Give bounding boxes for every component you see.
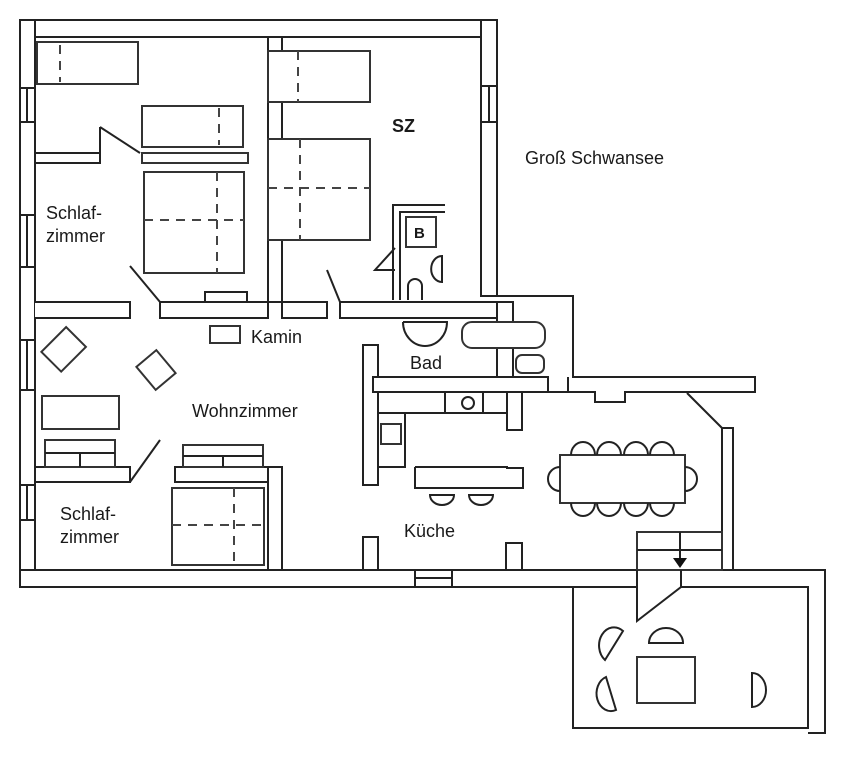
stove-icon	[380, 423, 402, 445]
room-label: B	[414, 225, 425, 242]
room-label: Schlaf-	[60, 504, 116, 524]
labels: Groß Schwansee Schlaf- zimmer SZ B Kamin…	[46, 116, 664, 547]
furniture	[35, 41, 767, 713]
room-label: zimmer	[60, 527, 119, 547]
windows	[19, 85, 498, 521]
room-label: Kamin	[251, 327, 302, 347]
room-label: Wohnzimmer	[192, 401, 298, 421]
location-title: Groß Schwansee	[525, 148, 664, 168]
fireplace	[209, 325, 241, 344]
arrow-down-icon	[673, 558, 687, 568]
room-label: Küche	[404, 521, 455, 541]
room-label: zimmer	[46, 226, 105, 246]
dining-table	[559, 454, 686, 504]
room-label: SZ	[392, 116, 415, 136]
room-label: Schlaf-	[46, 203, 102, 223]
walls	[19, 19, 826, 734]
room-label: Bad	[410, 353, 442, 373]
